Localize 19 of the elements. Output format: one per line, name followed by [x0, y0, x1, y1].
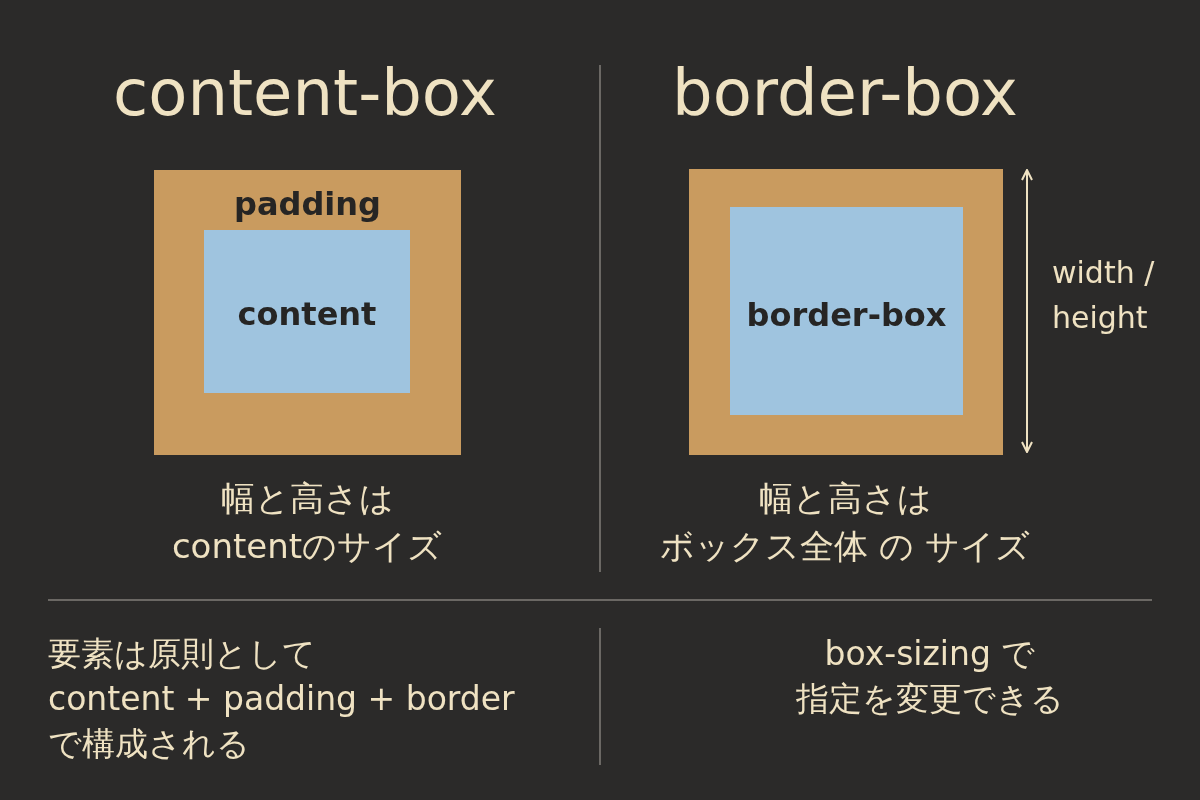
note-text: で構成される — [48, 724, 251, 764]
border-box — [689, 169, 1003, 455]
content-box — [730, 207, 963, 415]
caption-text: 幅と高さは — [219, 478, 395, 519]
note-text: 要素は原則として — [48, 634, 317, 674]
padding-box — [154, 170, 461, 455]
caption-text: contentのサイズ — [170, 526, 444, 567]
content-label: content — [236, 298, 378, 330]
dimension-label: width / height — [1052, 254, 1156, 337]
caption-text: ボックス全体 の サイズ — [659, 526, 1031, 567]
heading: border-box — [671, 55, 1019, 132]
padding-label: padding — [233, 188, 382, 220]
note-text: box-sizing で — [823, 634, 1037, 674]
note-text: 指定を変更できる — [795, 679, 1065, 719]
heading: content-box — [112, 55, 498, 132]
border-box-label: border-box — [745, 299, 948, 331]
content-box — [204, 230, 410, 393]
note-text: content + padding + border — [48, 679, 516, 719]
caption-text: 幅と高さは — [757, 478, 933, 519]
